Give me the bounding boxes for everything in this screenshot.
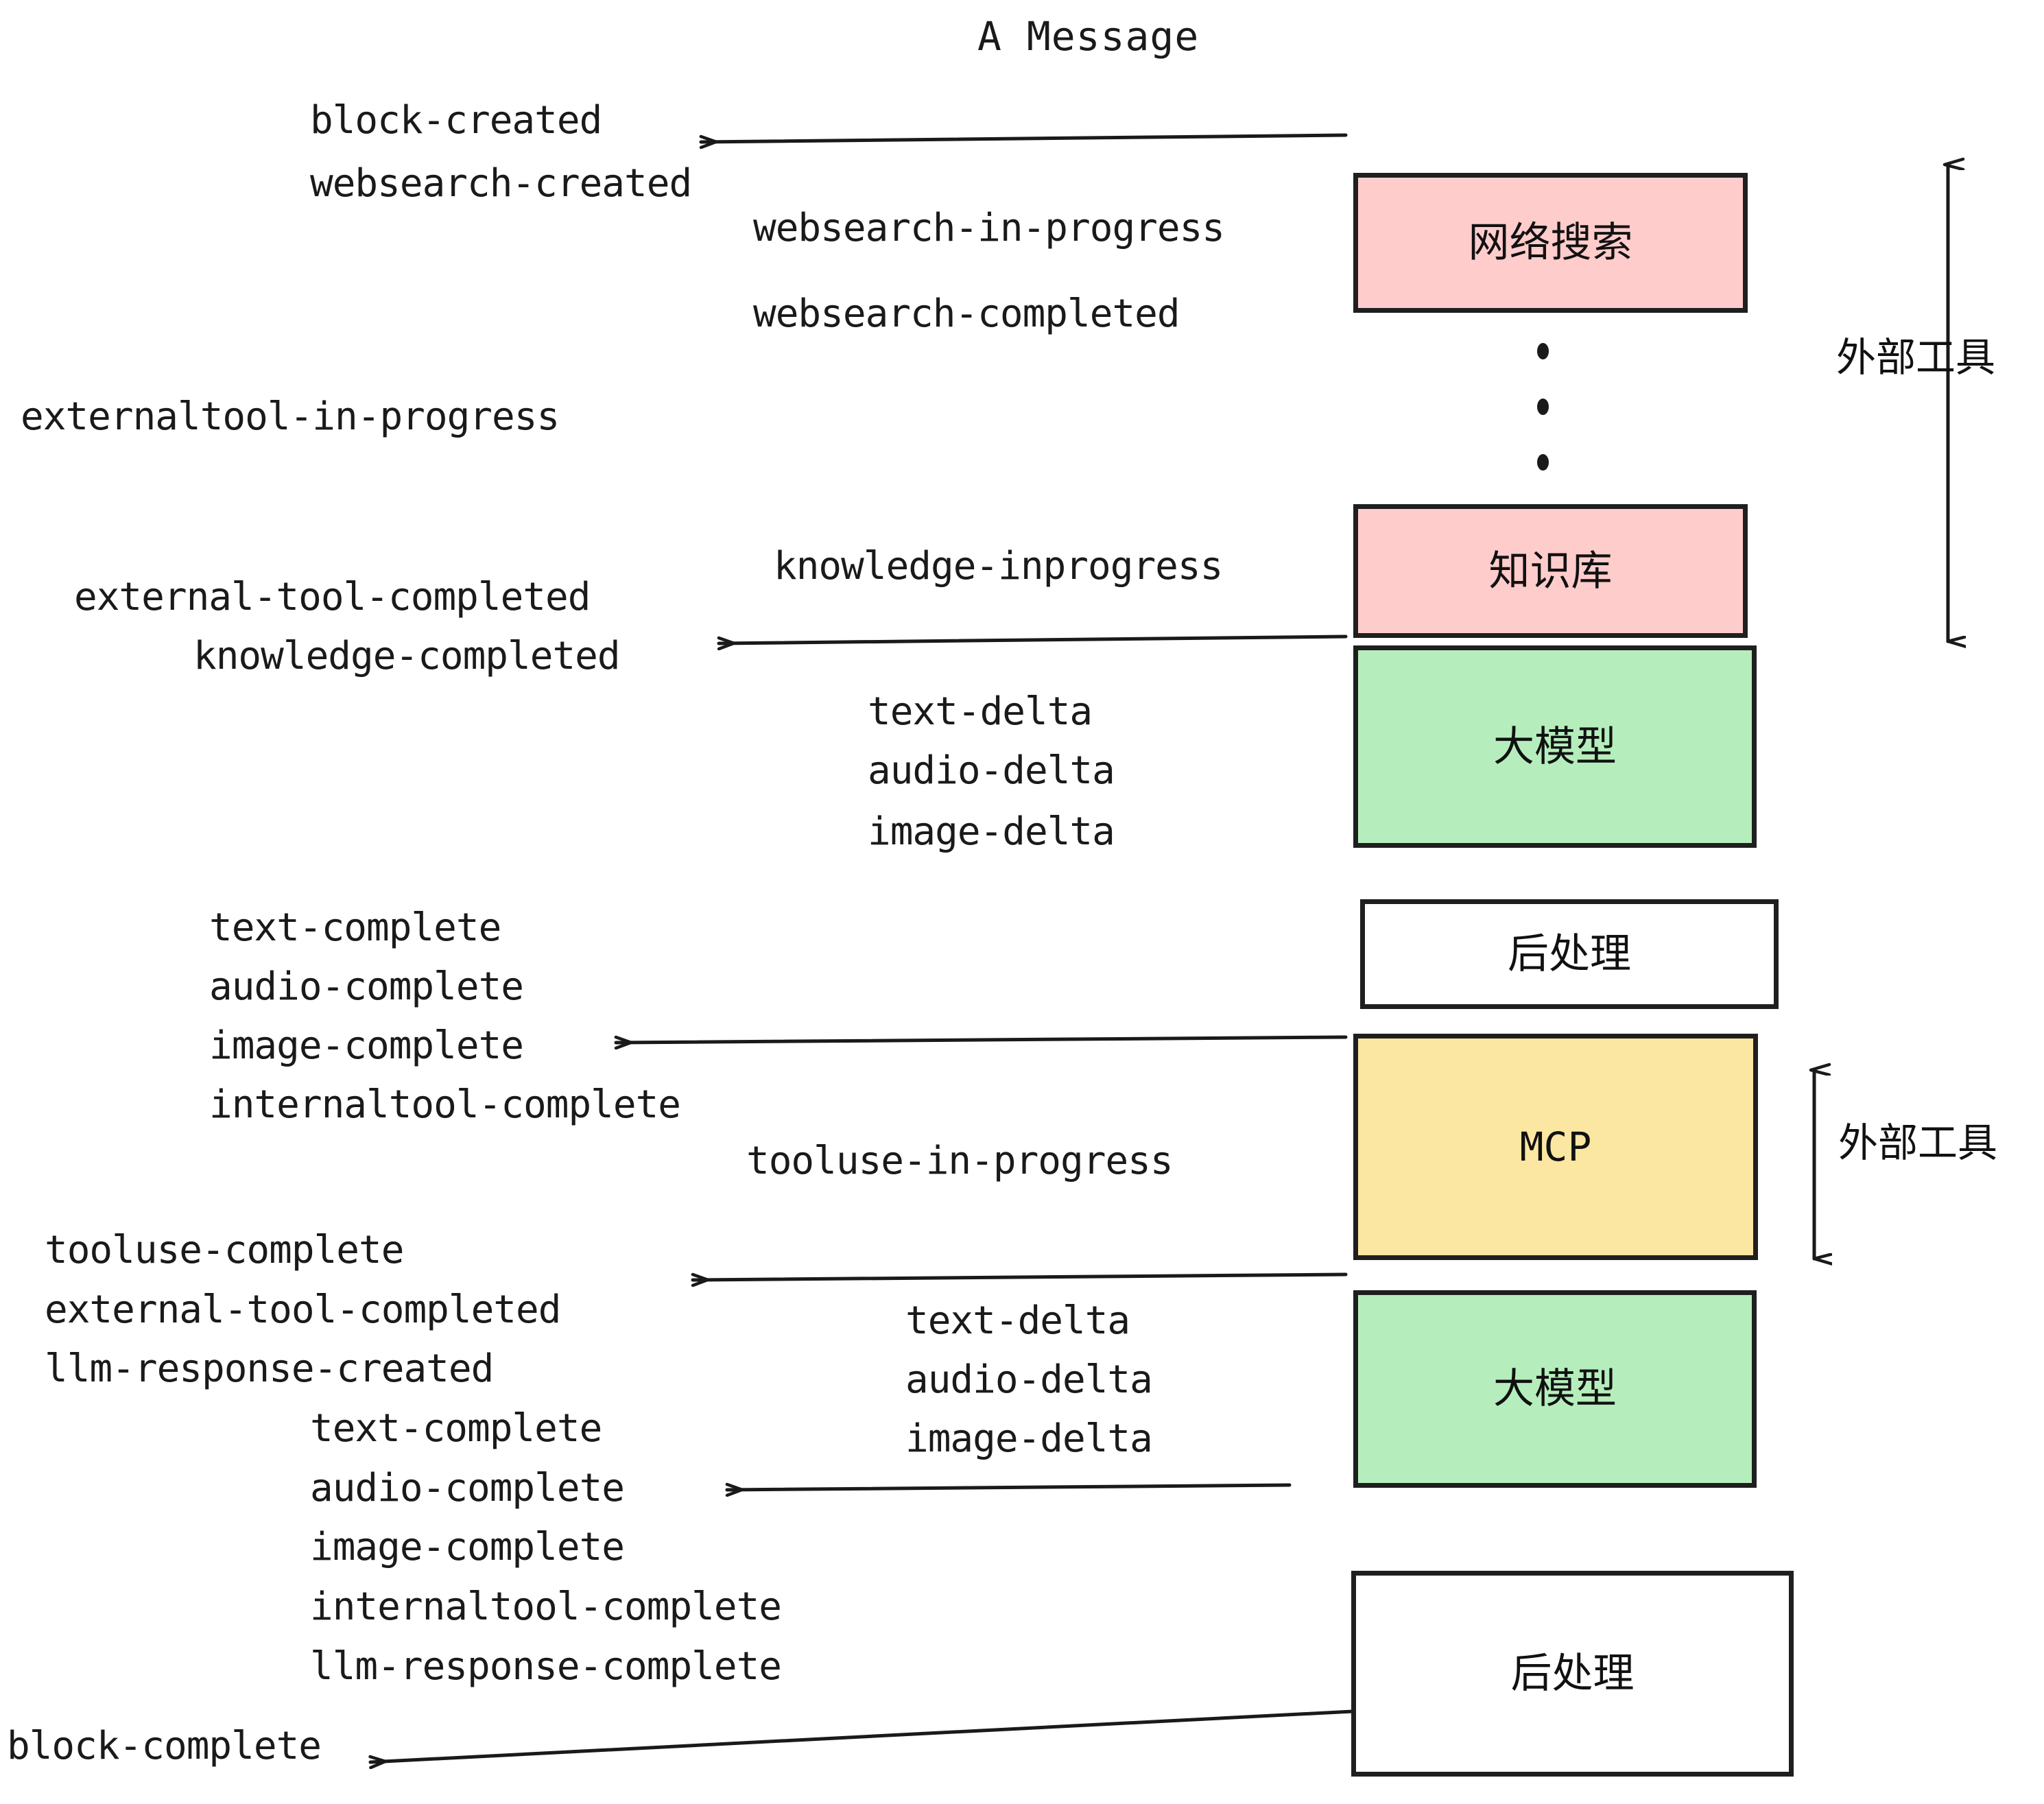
event-label-websearch-in-progress: websearch-in-progress	[753, 206, 1225, 250]
event-label-image-complete-1: image-complete	[209, 1023, 524, 1068]
event-label-external-tool-completed-1: external-tool-completed	[74, 575, 591, 619]
event-label-text-complete-2: text-complete	[310, 1406, 602, 1451]
group-label-external-tool-top: 外部工具	[1836, 334, 1996, 381]
arrow-llm-to-events	[725, 1485, 1292, 1490]
group-label-external-tool-bottom: 外部工具	[1838, 1119, 1998, 1166]
event-label-block-created: block-created	[310, 98, 602, 143]
node-mcp[interactable]: MCP	[1353, 1034, 1758, 1260]
arrow-postprocess-to-events	[614, 1035, 1348, 1043]
event-label-text-complete-1: text-complete	[209, 905, 501, 950]
arrow-postprocess-bottom-to-block	[370, 1709, 1355, 1762]
event-label-text-delta-1: text-delta	[868, 689, 1093, 734]
node-llm-bottom[interactable]: 大模型	[1353, 1290, 1757, 1488]
event-label-internaltool-complete-1: internaltool-complete	[209, 1082, 681, 1127]
ellipsis-dot	[1536, 454, 1549, 471]
event-label-tooluse-in-progress: tooluse-in-progress	[746, 1139, 1174, 1183]
vertical-ellipsis	[1535, 343, 1550, 471]
node-websearch[interactable]: 网络搜索	[1353, 173, 1748, 313]
event-label-audio-delta-1: audio-delta	[868, 748, 1115, 793]
event-label-internaltool-complete-2: internaltool-complete	[310, 1585, 782, 1629]
event-label-tooluse-complete: tooluse-complete	[45, 1228, 404, 1272]
event-label-audio-complete-2: audio-complete	[310, 1466, 625, 1510]
arrow-knowledge-to-events	[717, 634, 1348, 643]
event-label-audio-complete-1: audio-complete	[209, 964, 524, 1009]
event-label-knowledge-completed: knowledge-completed	[193, 634, 621, 678]
event-label-externaltool-in-progress: externaltool-in-progress	[21, 394, 560, 439]
arrow-websearch-to-events	[699, 133, 1348, 142]
event-label-image-delta-1: image-delta	[868, 809, 1115, 854]
event-label-llm-response-complete: llm-response-complete	[310, 1644, 782, 1689]
event-label-image-delta-2: image-delta	[905, 1416, 1153, 1461]
event-label-text-delta-2: text-delta	[905, 1298, 1130, 1343]
event-label-llm-response-created: llm-response-created	[45, 1346, 494, 1391]
node-postprocess-top[interactable]: 后处理	[1360, 899, 1779, 1009]
event-label-block-complete: block-complete	[7, 1724, 322, 1768]
ellipsis-dot	[1536, 343, 1549, 359]
arrow-mcp-to-events	[691, 1272, 1348, 1280]
event-label-audio-delta-2: audio-delta	[905, 1357, 1153, 1402]
page-title: A Message	[977, 13, 1200, 60]
event-label-websearch-completed: websearch-completed	[753, 292, 1180, 336]
node-llm-top[interactable]: 大模型	[1353, 645, 1757, 848]
ellipsis-dot	[1536, 399, 1549, 415]
node-postprocess-bottom[interactable]: 后处理	[1351, 1571, 1794, 1777]
event-label-websearch-created: websearch-created	[310, 161, 692, 206]
event-label-image-complete-2: image-complete	[310, 1525, 625, 1569]
event-label-external-tool-completed-2: external-tool-completed	[45, 1287, 561, 1332]
event-label-knowledge-inprogress: knowledge-inprogress	[774, 544, 1223, 589]
node-knowledge[interactable]: 知识库	[1353, 504, 1748, 638]
